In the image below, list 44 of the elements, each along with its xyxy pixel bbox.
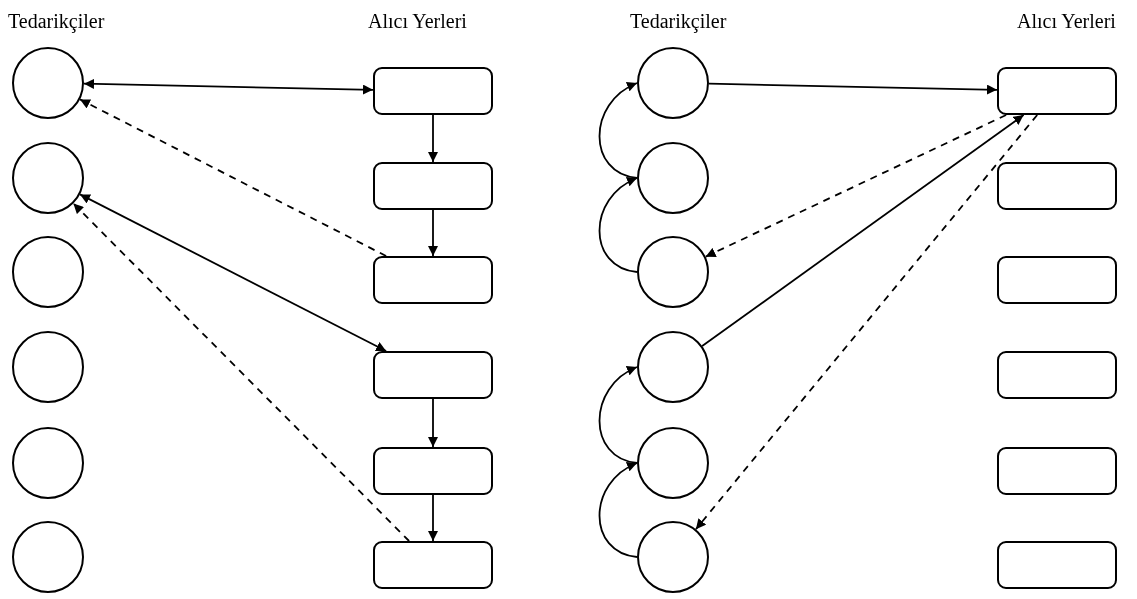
supplier-circle xyxy=(637,427,709,499)
supplier-circle xyxy=(12,236,84,308)
supplier-circle xyxy=(12,427,84,499)
destination-box xyxy=(373,541,493,589)
destination-box xyxy=(997,541,1117,589)
destination-box xyxy=(997,67,1117,115)
destination-box xyxy=(373,447,493,495)
curved-arrow xyxy=(598,177,638,273)
arrow xyxy=(428,494,438,542)
destination-box xyxy=(373,162,493,210)
destination-box xyxy=(373,256,493,304)
column-heading: Tedarikçiler xyxy=(8,10,105,33)
supplier-circle xyxy=(637,236,709,308)
arrow xyxy=(428,114,438,163)
supplier-circle xyxy=(637,142,709,214)
arrow xyxy=(83,78,374,95)
arrow xyxy=(701,114,1025,347)
destination-box xyxy=(997,256,1117,304)
arrow xyxy=(79,193,387,352)
arrow xyxy=(708,82,998,95)
curved-arrow xyxy=(598,462,638,558)
supplier-circle xyxy=(12,331,84,403)
dashed-arrow xyxy=(704,114,1007,258)
supplier-circle xyxy=(12,47,84,119)
destination-box xyxy=(997,447,1117,495)
column-heading: Tedarikçiler xyxy=(630,10,727,33)
dashed-arrow xyxy=(72,202,410,542)
dashed-arrow xyxy=(695,114,1039,531)
supplier-circle xyxy=(637,47,709,119)
curved-arrow xyxy=(598,366,638,464)
curved-arrow xyxy=(598,82,638,179)
supplier-circle xyxy=(12,142,84,214)
destination-box xyxy=(373,67,493,115)
column-heading: Alıcı Yerleri xyxy=(1017,10,1116,33)
column-heading: Alıcı Yerleri xyxy=(368,10,467,33)
destination-box xyxy=(997,162,1117,210)
dashed-arrow xyxy=(79,98,387,257)
destination-box xyxy=(373,351,493,399)
supplier-circle xyxy=(637,521,709,593)
supplier-circle xyxy=(637,331,709,403)
supplier-circle xyxy=(12,521,84,593)
arrow xyxy=(428,398,438,448)
destination-box xyxy=(997,351,1117,399)
arrow xyxy=(428,209,438,257)
